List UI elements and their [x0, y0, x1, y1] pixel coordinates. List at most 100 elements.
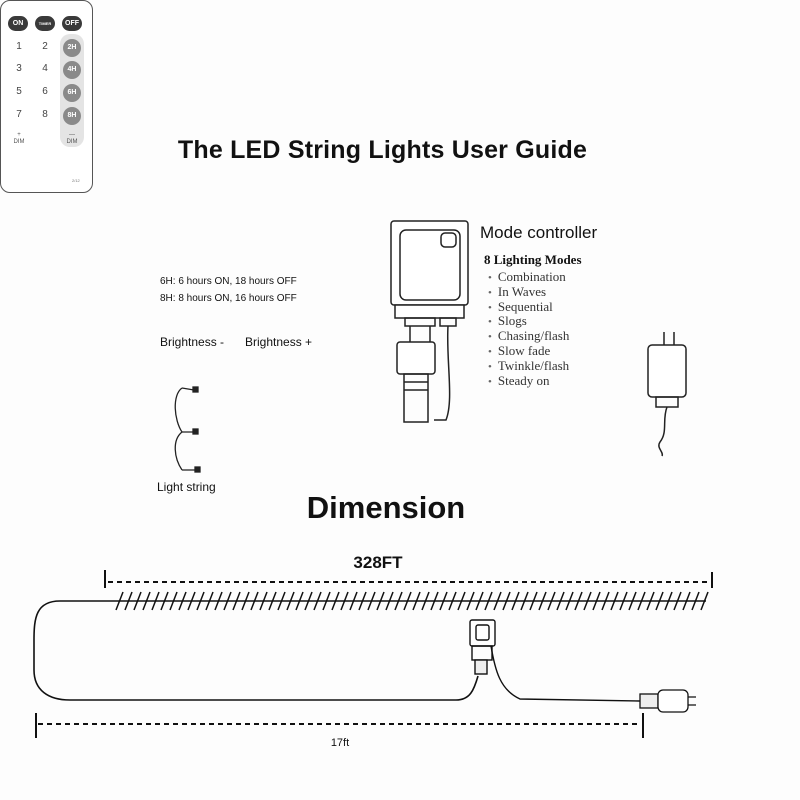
strand-light-mark: [610, 591, 619, 611]
off-button[interactable]: OFF: [62, 16, 82, 31]
timer-6h-button[interactable]: 6H: [63, 84, 81, 102]
end-plug-icon: [639, 689, 696, 713]
number-button-1[interactable]: 1: [16, 41, 22, 52]
strand-light-mark: [178, 591, 187, 611]
strand-light-mark: [133, 591, 142, 611]
light-string-illustration: [174, 386, 201, 473]
mode-item: Slow fade: [488, 343, 569, 359]
strand-light-mark: [286, 591, 295, 611]
strand-light-mark: [349, 591, 358, 611]
number-button-6[interactable]: 6: [42, 86, 48, 97]
strand-light-mark: [232, 591, 241, 611]
strand-light-mark: [412, 591, 421, 611]
strand-light-mark: [655, 591, 664, 611]
strand-light-mark: [601, 591, 610, 611]
light-length-dimension: [104, 570, 713, 588]
strand-light-mark: [520, 591, 529, 611]
strand-light-mark: [682, 591, 691, 611]
strand-light-mark: [277, 591, 286, 611]
mode-item: In Waves: [488, 284, 569, 300]
strand-light-mark: [502, 591, 511, 611]
mode-controller-label: Mode controller: [480, 223, 598, 242]
mode-item: Twinkle/flash: [488, 358, 569, 374]
strand-light-mark: [385, 591, 394, 611]
mode-item: Combination: [488, 269, 569, 285]
number-button-4[interactable]: 4: [42, 63, 48, 74]
strand-light-mark: [115, 591, 124, 611]
light-strand: [112, 591, 709, 611]
light-string-label: Light string: [157, 480, 216, 494]
on-button[interactable]: ON: [8, 16, 28, 31]
mode-item: Chasing/flash: [488, 328, 570, 344]
timer-note-6h: 6H: 6 hours ON, 18 hours OFF: [160, 276, 297, 287]
strand-light-mark: [646, 591, 655, 611]
strand-light-mark: [448, 591, 457, 611]
timer-8h-button[interactable]: 8H: [63, 107, 81, 125]
strand-light-mark: [268, 591, 277, 611]
remote-model-number: 2/12: [72, 178, 80, 183]
strand-light-mark: [565, 591, 574, 611]
strand-light-mark: [250, 591, 259, 611]
lead-cable: [33, 600, 479, 701]
strand-light-mark: [637, 591, 646, 611]
number-button-8[interactable]: 8: [42, 109, 48, 120]
strand-light-mark: [466, 591, 475, 611]
strand-light-mark: [160, 591, 169, 611]
number-button-2[interactable]: 2: [42, 41, 48, 52]
strand-light-mark: [196, 591, 205, 611]
strand-light-mark: [475, 591, 484, 611]
strand-light-mark: [241, 591, 250, 611]
strand-light-mark: [367, 591, 376, 611]
lighting-modes-list: Combination In Waves Sequential Slogs Ch…: [488, 269, 570, 389]
number-button-7[interactable]: 7: [16, 109, 22, 120]
strand-light-mark: [457, 591, 466, 611]
timer-2h-button[interactable]: 2H: [63, 39, 81, 57]
number-button-3[interactable]: 3: [16, 63, 22, 74]
strand-light-mark: [673, 591, 682, 611]
strand-light-mark: [619, 591, 628, 611]
strand-light-mark: [376, 591, 385, 611]
strand-light-mark: [322, 591, 331, 611]
strand-light-mark: [295, 591, 304, 611]
strand-light-mark: [394, 591, 403, 611]
dim-minus-button[interactable]: + DIM: [13, 132, 25, 145]
plug-icon: [647, 332, 687, 457]
timer-4h-button[interactable]: 4H: [63, 61, 81, 79]
dim-plus-button[interactable]: — DIM: [66, 132, 78, 145]
strand-light-mark: [583, 591, 592, 611]
strand-light-mark: [484, 591, 493, 611]
strand-light-mark: [259, 591, 268, 611]
cable-length-label: 17ft: [330, 737, 350, 749]
light-length-label: 328FT: [353, 553, 403, 572]
timer-off-button[interactable]: TIMER OFF: [35, 16, 55, 41]
strand-light-mark: [439, 591, 448, 611]
mode-item: Steady on: [488, 373, 569, 389]
strand-light-mark: [403, 591, 412, 611]
brightness-plus-label: Brightness +: [245, 335, 313, 349]
strand-light-mark: [529, 591, 538, 611]
strand-light-mark: [151, 591, 160, 611]
mode-item: Slogs: [488, 314, 569, 329]
dimension-heading: Dimension: [306, 490, 466, 525]
strand-light-mark: [538, 591, 547, 611]
strand-light-mark: [340, 591, 349, 611]
strand-light-mark: [214, 591, 223, 611]
page-title: The LED String Lights User Guide: [177, 136, 588, 164]
strand-light-mark: [313, 591, 322, 611]
strand-light-mark: [169, 591, 178, 611]
strand-light-mark: [700, 591, 709, 611]
number-button-5[interactable]: 5: [16, 86, 22, 97]
strand-light-mark: [664, 591, 673, 611]
strand-light-mark: [556, 591, 565, 611]
lighting-modes-heading: 8 Lighting Modes: [484, 252, 582, 267]
strand-light-mark: [142, 591, 151, 611]
strand-light-mark: [358, 591, 367, 611]
strand-light-mark: [421, 591, 430, 611]
strand-light-mark: [592, 591, 601, 611]
remote-control: ON TIMER OFF OFF 1 2 2H 3 4 4H 5 6 6H 7 …: [0, 0, 93, 193]
mode-item: Sequential: [488, 299, 569, 315]
strand-light-mark: [511, 591, 520, 611]
cable-length-dimension: [35, 713, 644, 738]
strand-light-mark: [574, 591, 583, 611]
